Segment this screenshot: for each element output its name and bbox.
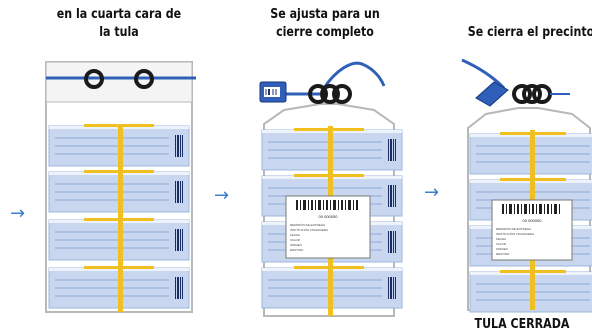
delivery-label-card: 00 000000 REMISIÓN DE ENTREGA INSTITUCIÓ… — [285, 195, 371, 259]
label-card-line: VALOR — [496, 242, 507, 246]
step2-caption: Se ajusta para un cierre completo — [261, 6, 389, 42]
step2-caption-line1: Se ajusta para un — [270, 7, 380, 22]
label-card-line: REMISIÓN DE ENTREGA — [496, 226, 531, 231]
label-card-line: ORIGEN — [496, 247, 508, 251]
step1-caption: en la cuarta cara de la tula — [52, 6, 186, 42]
label-card-line: VALOR — [290, 238, 301, 242]
arrow-right-icon: → — [214, 185, 230, 206]
sealed-bag-icon: 00 000000 REMISIÓN DE ENTREGA INSTITUCIÓ… — [461, 58, 592, 312]
label-card-line: DESTINO — [496, 252, 510, 256]
arrow-right-icon: → — [424, 182, 440, 203]
step1-caption-line1: en la cuarta cara de — [56, 7, 182, 22]
label-card-number: 00 000000 — [523, 218, 543, 223]
seal-tightening-icon: 00 000000 REMISIÓN DE ENTREGA INSTITUCIÓ… — [259, 61, 404, 317]
label-card-line: INSTITUCIÓN FINANCIERA — [290, 227, 328, 232]
label-card-line: ORIGEN — [290, 243, 302, 247]
arrow-right-icon: → — [10, 203, 26, 224]
delivery-label-card: 00 000000 REMISIÓN DE ENTREGA INSTITUCIÓ… — [491, 199, 573, 261]
step2-caption-line2: cierre completo — [276, 25, 374, 40]
closed-bag-label: TULA CERRADA — [474, 317, 570, 332]
label-card-line: FECHA — [290, 233, 300, 237]
label-card-line: DESTINO — [290, 248, 304, 252]
label-card-number: 00 000000 — [319, 214, 339, 219]
label-card-line: INSTITUCIÓN FINANCIERA — [496, 231, 534, 236]
step1-caption-line2: la tula — [99, 25, 139, 40]
bag-with-open-seal-icon — [45, 61, 196, 313]
label-card-line: REMISIÓN DE ENTREGA — [290, 222, 325, 227]
step3-caption-line1: Se cierra el precinto — [467, 25, 592, 40]
step3-caption: Se cierra el precinto — [467, 24, 592, 42]
label-card-line: FECHA — [496, 237, 506, 241]
